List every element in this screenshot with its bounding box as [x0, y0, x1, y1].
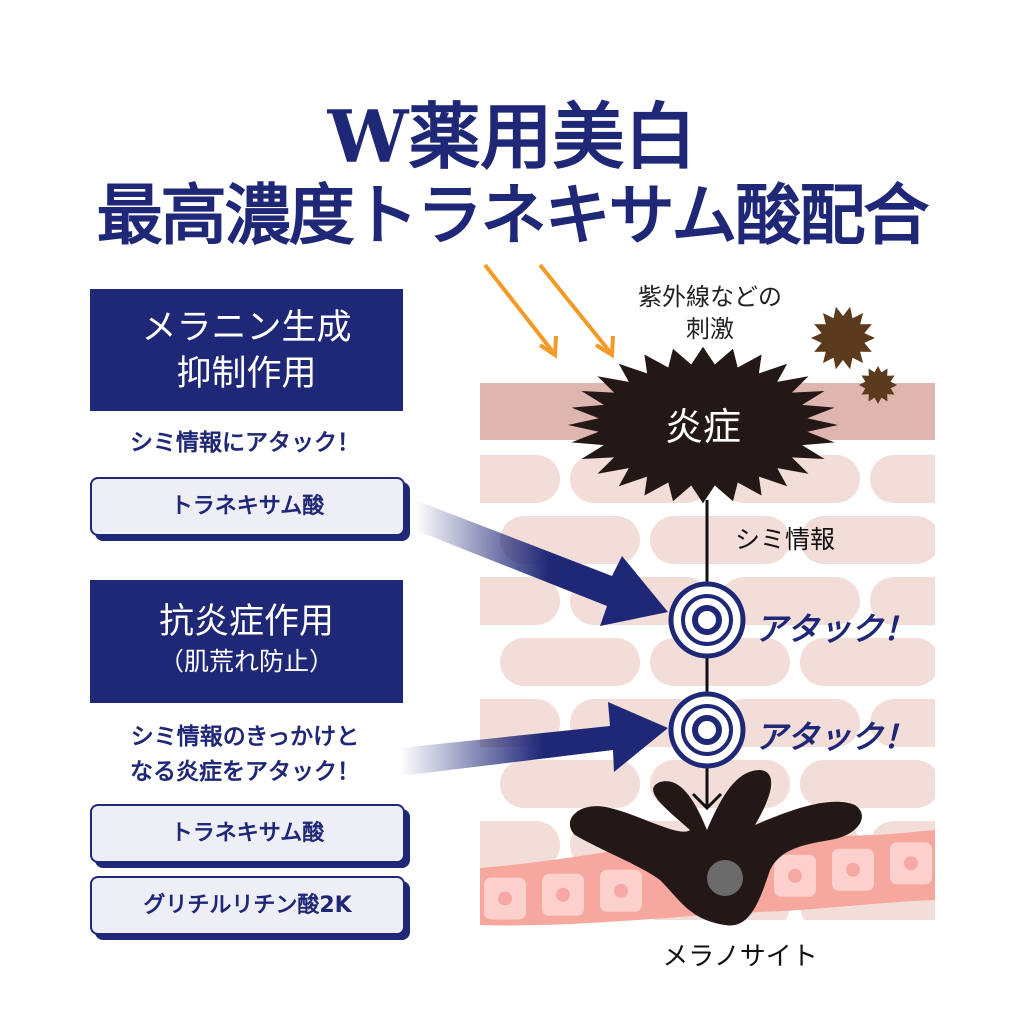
skin-cell — [480, 577, 560, 625]
skin-cell — [870, 699, 935, 747]
target-1 — [668, 581, 746, 659]
attack-arrow-2 — [400, 702, 668, 776]
section2-heading-box: 抗炎症作用 （肌荒れ防止） — [90, 580, 403, 703]
skin-cell — [480, 455, 560, 503]
basal-cell — [832, 848, 874, 891]
skin-cell — [500, 760, 640, 808]
uv-ray-2 — [538, 263, 612, 354]
skin-cell — [650, 516, 790, 564]
skin-cell — [800, 516, 935, 564]
section2-lead-line2: なる炎症をアタック！ — [130, 759, 360, 785]
section1-heading-box: メラニン生成 抑制作用 — [90, 289, 403, 411]
basal-cell — [542, 873, 584, 916]
melanocyte — [569, 770, 862, 926]
skin-cell — [950, 516, 1024, 564]
basal-cell — [484, 877, 526, 920]
basal-cell — [774, 854, 816, 897]
melanocyte-label: メラノサイト — [662, 942, 817, 972]
signal-arrowhead — [691, 792, 723, 811]
skin-cell — [720, 699, 860, 747]
section1-heading-line1: メラニン生成 — [141, 308, 352, 348]
attack-arrow-1 — [410, 500, 668, 626]
uv-arrowhead-2 — [594, 335, 615, 359]
ingredient-tranexamic-2: トラネキサム酸 — [90, 804, 405, 863]
signal-label: シミ情報 — [735, 525, 835, 554]
basal-cell — [890, 842, 932, 885]
uv-ray-1 — [483, 263, 555, 354]
skin-cell — [870, 455, 935, 503]
uv-arrowhead-1 — [538, 335, 558, 359]
section1-heading-line2: 抑制作用 — [176, 354, 317, 394]
basal-cell — [600, 869, 642, 912]
skin-cell — [800, 760, 935, 808]
attack-label-1: アタック！ — [755, 610, 915, 648]
title-line2: 最高濃度トラネキサム酸配合 — [96, 176, 930, 254]
ingredient-glycyrrhizinate: グリチルリチン酸2K — [90, 876, 405, 935]
section1-lead: シミ情報にアタック！ — [130, 430, 360, 456]
stimulus-line2: 刺激 — [686, 315, 734, 343]
target-2 — [668, 691, 746, 769]
skin-cell — [500, 638, 640, 686]
section2-heading-line1: 抗炎症作用 — [158, 602, 334, 642]
skin-cell — [800, 638, 935, 686]
inflammation-label: 炎症 — [665, 405, 741, 449]
skin-cell — [720, 577, 860, 625]
skin-cell — [950, 638, 1024, 686]
section2-lead-line1: シミ情報のきっかけと — [130, 724, 360, 750]
skin-cell — [950, 882, 1024, 930]
inflammation-burst — [568, 346, 838, 504]
title-line1: W薬用美白 — [327, 94, 697, 179]
skin-cell — [870, 577, 935, 625]
skin-cell — [480, 821, 560, 869]
section2-heading-line2: （肌荒れ防止） — [158, 647, 334, 676]
irritant-particle-large — [811, 306, 875, 370]
irritant-particle-small — [859, 366, 897, 404]
attack-label-2: アタック！ — [755, 718, 915, 756]
ingredient-tranexamic-1: トラネキサム酸 — [90, 477, 405, 536]
stimulus-line1: 紫外線などの — [638, 283, 782, 311]
melanocyte-nucleus — [707, 860, 743, 896]
skin-cell — [950, 760, 1024, 808]
basal-cells — [484, 842, 932, 920]
